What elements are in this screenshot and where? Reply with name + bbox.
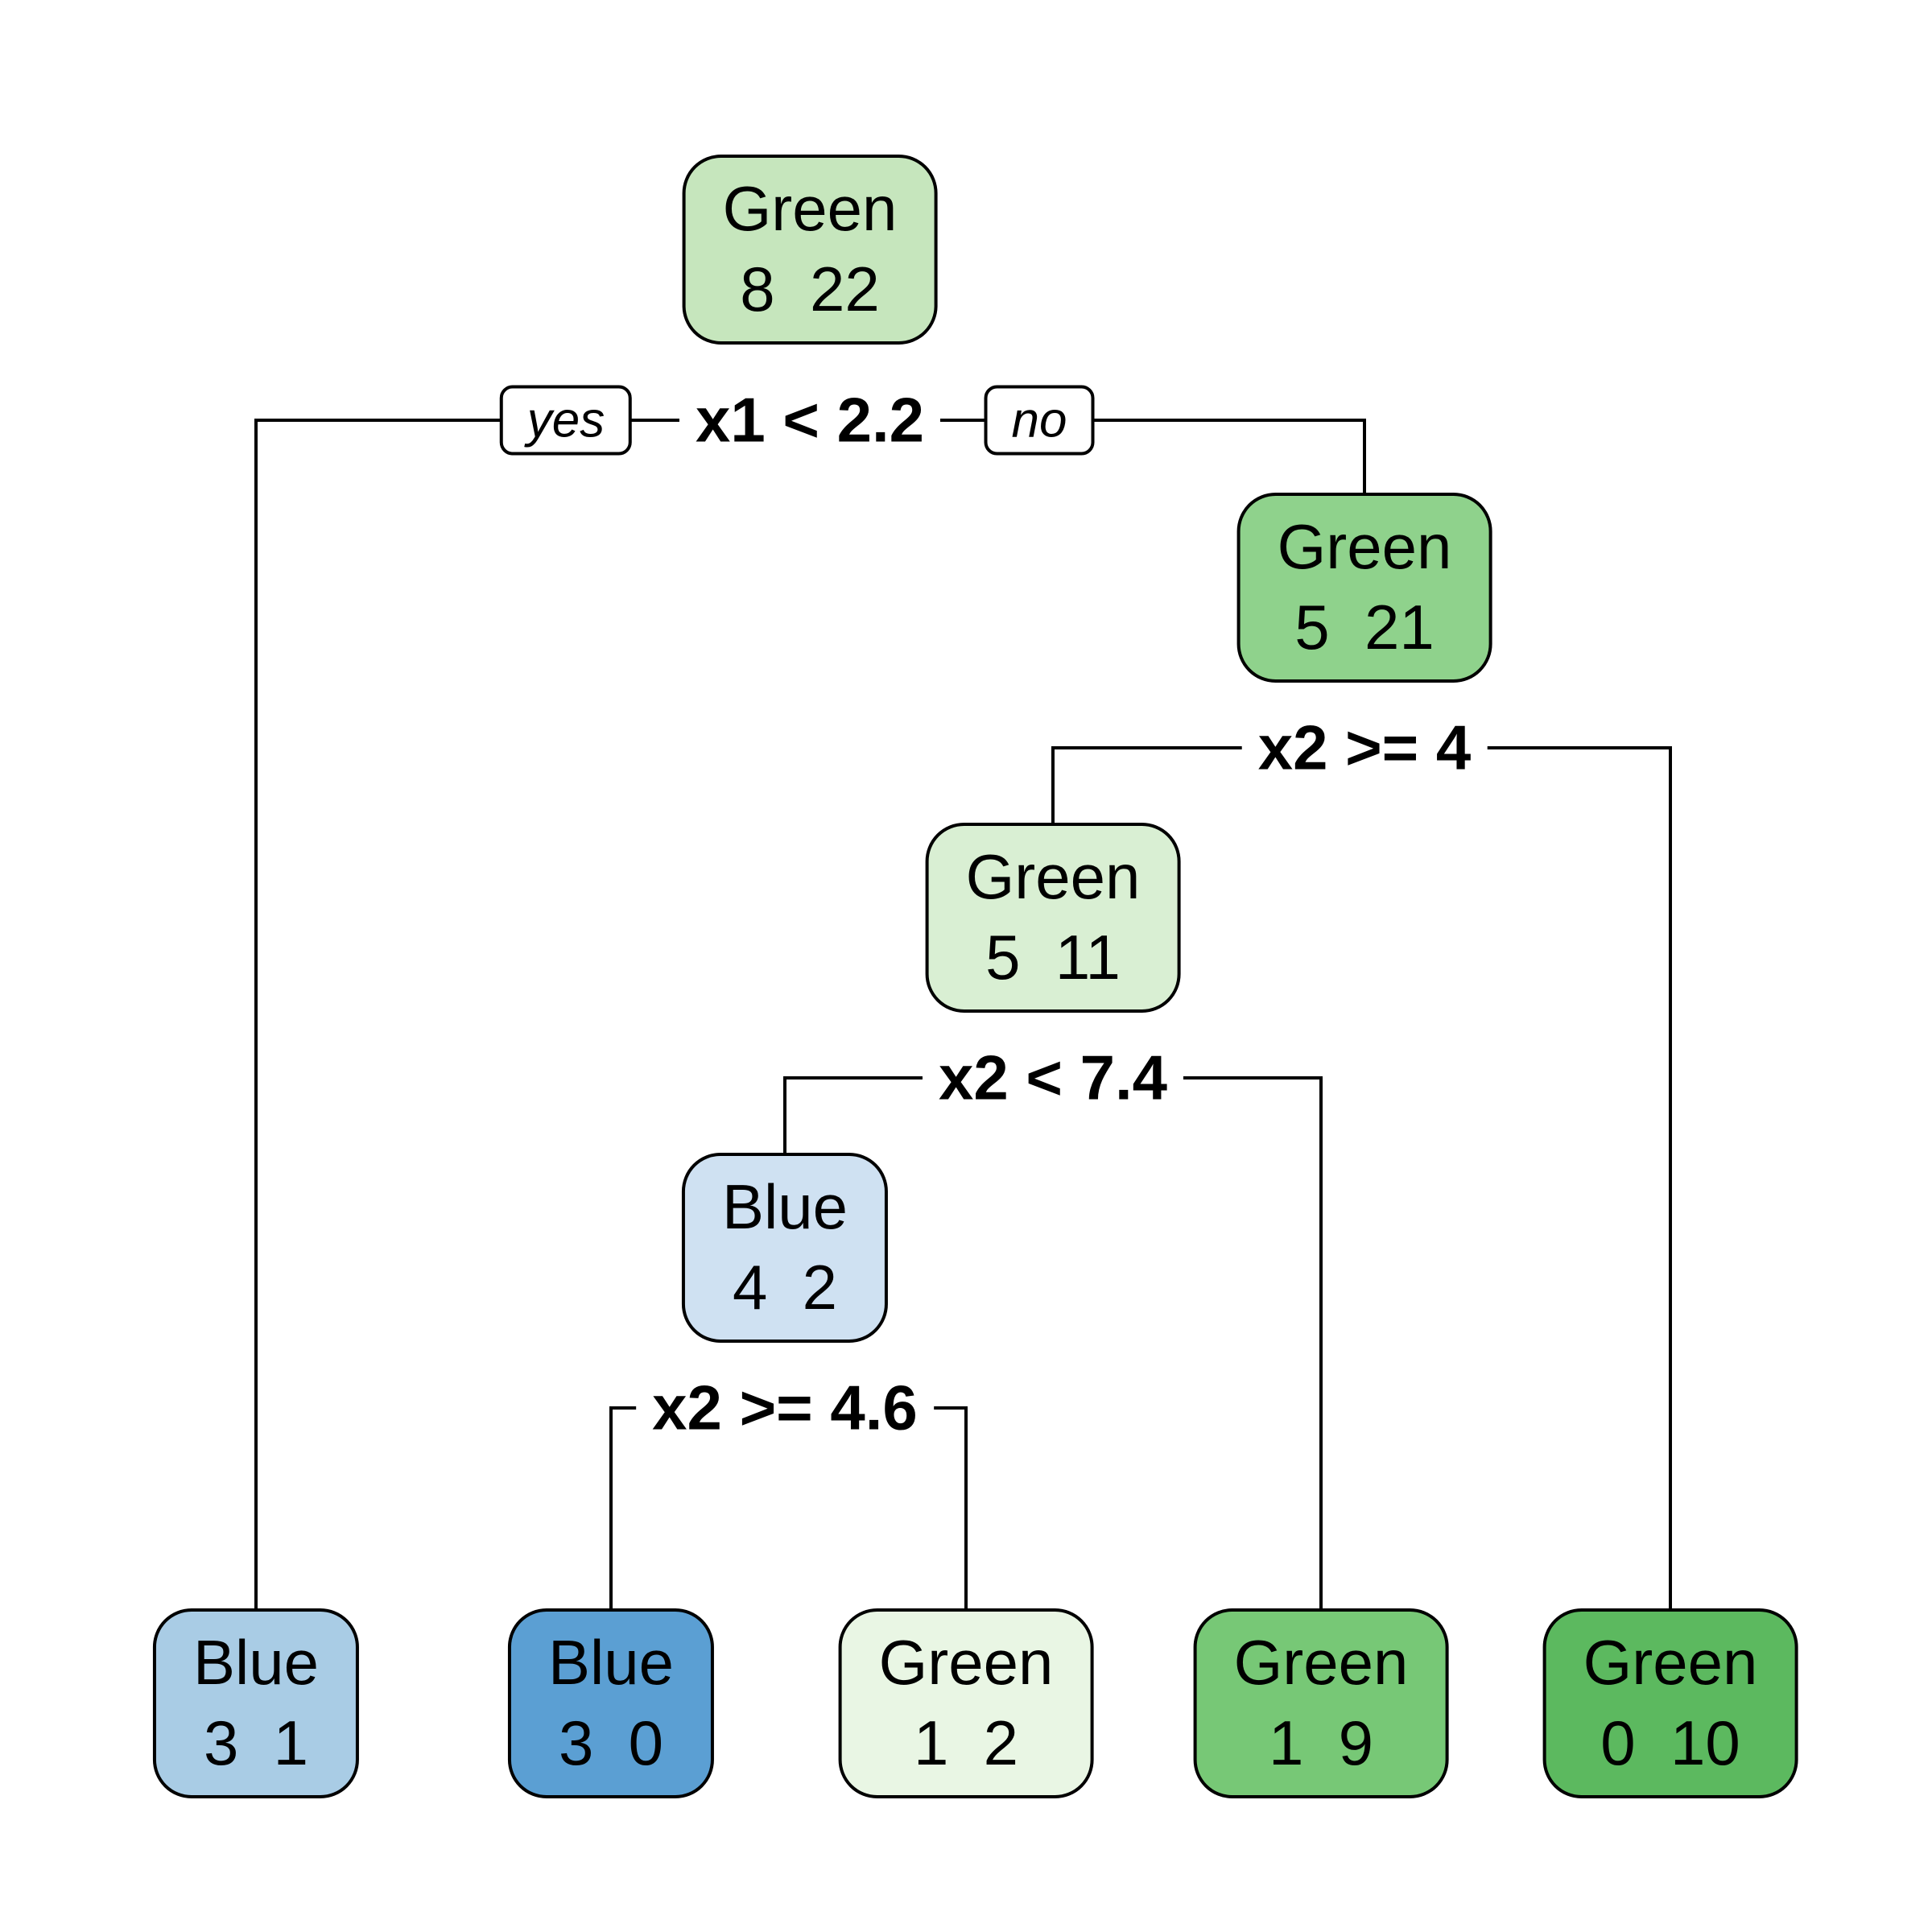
tree-leaf-green-0-10: Green 0 10 xyxy=(1542,1608,1798,1798)
node-class-label: Green xyxy=(722,173,898,244)
split-condition-x2-ge-4: x2 >= 4 xyxy=(1241,711,1488,785)
tree-node-blue-4-2: Blue 4 2 xyxy=(681,1153,889,1343)
yes-branch-label: yes xyxy=(499,385,633,456)
node-class-label: Green xyxy=(1583,1627,1758,1698)
split-condition-x2-lt-7.4: x2 < 7.4 xyxy=(922,1041,1184,1115)
node-counts: 0 10 xyxy=(1600,1707,1740,1778)
tree-node-green-5-11: Green 5 11 xyxy=(925,823,1181,1013)
tree-leaf-blue-3-1: Blue 3 1 xyxy=(152,1608,360,1798)
node-class-label: Blue xyxy=(721,1171,848,1242)
tree-node-root: Green 8 22 xyxy=(682,155,938,345)
node-counts: 8 22 xyxy=(740,253,880,324)
tree-leaf-green-1-9: Green 1 9 xyxy=(1193,1608,1449,1798)
node-class-label: Blue xyxy=(192,1627,320,1698)
split-condition-x1-lt-2.2: x1 < 2.2 xyxy=(679,383,941,457)
node-class-label: Blue xyxy=(547,1627,675,1698)
node-counts: 5 11 xyxy=(985,921,1121,993)
node-counts: 1 2 xyxy=(913,1707,1019,1778)
node-counts: 1 9 xyxy=(1268,1707,1374,1778)
node-class-label: Green xyxy=(965,841,1141,912)
tree-node-green-5-21: Green 5 21 xyxy=(1236,493,1492,683)
node-counts: 3 1 xyxy=(203,1707,309,1778)
node-class-label: Green xyxy=(878,1627,1054,1698)
node-counts: 3 0 xyxy=(558,1707,664,1778)
tree-leaf-blue-3-0: Blue 3 0 xyxy=(507,1608,715,1798)
node-counts: 5 21 xyxy=(1294,591,1435,663)
split-condition-x2-ge-4.6: x2 >= 4.6 xyxy=(636,1371,934,1445)
no-branch-label: no xyxy=(984,385,1095,456)
node-class-label: Green xyxy=(1277,511,1452,582)
tree-leaf-green-1-2: Green 1 2 xyxy=(838,1608,1094,1798)
node-class-label: Green xyxy=(1233,1627,1409,1698)
node-counts: 4 2 xyxy=(732,1251,838,1323)
